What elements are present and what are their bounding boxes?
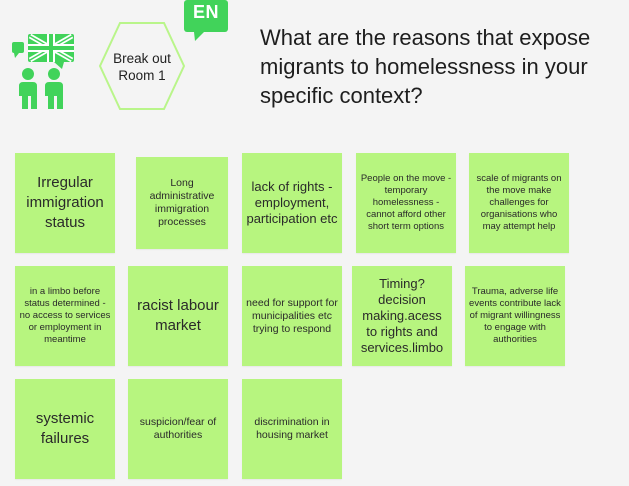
sticky-note[interactable]: lack of rights - employment, participati… <box>242 153 342 253</box>
hexagon-icon <box>98 22 186 110</box>
sticky-note[interactable]: discrimination in housing market <box>242 379 342 479</box>
sticky-note[interactable]: systemic failures <box>15 379 115 479</box>
sticky-note[interactable]: People on the move - temporary homelessn… <box>356 153 456 253</box>
sticky-note[interactable]: Long administrative immigration processe… <box>136 157 228 249</box>
sticky-note[interactable]: Trauma, adverse life events contribute l… <box>465 266 565 366</box>
sticky-note[interactable]: in a limbo before status determined - no… <box>15 266 115 366</box>
language-badge: EN <box>184 0 228 42</box>
en-speech-bubble-icon <box>184 0 228 41</box>
sticky-note[interactable]: Timing? decision making.acess to rights … <box>352 266 452 366</box>
breakout-room-label: Break out Room 1 <box>113 51 171 83</box>
sticky-note[interactable]: suspicion/fear of authorities <box>128 379 228 479</box>
sticky-note[interactable]: scale of migrants on the move make chall… <box>469 153 569 253</box>
sticky-note[interactable]: Irregular immigration status <box>15 153 115 253</box>
language-badge-label: EN <box>192 2 219 22</box>
question-title: What are the reasons that expose migrant… <box>260 25 591 108</box>
sticky-note[interactable]: racist labour market <box>128 266 228 366</box>
people-with-uk-flag-icon <box>12 34 74 109</box>
sticky-note[interactable]: need for support for municipalities etc … <box>242 266 342 366</box>
